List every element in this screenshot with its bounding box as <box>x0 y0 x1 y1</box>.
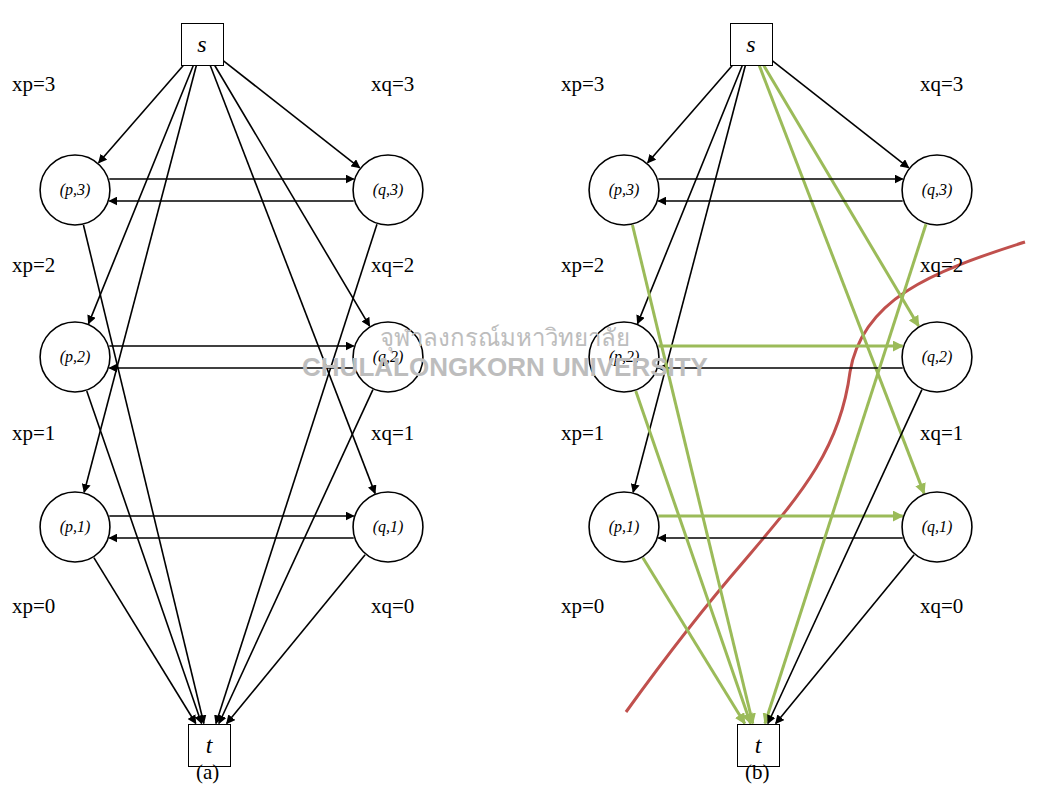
flow-arrow <box>632 225 752 724</box>
state-circle: (p,3) <box>588 154 660 226</box>
state-circle: (q,1) <box>352 491 424 563</box>
node-label: (p,1) <box>609 518 640 536</box>
graph-arrow <box>94 558 196 724</box>
state-circle: (p,3) <box>39 154 111 226</box>
node-label: (q,3) <box>373 181 404 199</box>
graph-arrow <box>109 537 353 539</box>
state-circle: (p,2) <box>39 321 111 393</box>
node-label: s <box>746 31 755 58</box>
level-label: xq=1 <box>371 421 414 446</box>
graph-arrow <box>109 178 353 180</box>
graph-arrow <box>109 515 353 517</box>
node-label: (p,3) <box>609 181 640 199</box>
level-label: xq=3 <box>920 72 963 97</box>
graph-arrow <box>776 555 915 724</box>
state-circle: (q,3) <box>352 154 424 226</box>
graph-arrow <box>227 555 366 724</box>
graph-arrow <box>219 390 373 724</box>
terminal-box: s <box>181 23 224 66</box>
flow-arrow <box>764 66 919 327</box>
panel-caption: (b) <box>745 760 770 785</box>
node-label: (q,2) <box>922 348 953 366</box>
flow-arrow <box>658 515 902 518</box>
node-label: t <box>206 732 213 759</box>
level-label: xp=2 <box>12 253 55 278</box>
graph-arrow <box>99 66 184 163</box>
node-label: (p,2) <box>60 348 91 366</box>
level-label: xq=2 <box>371 253 414 278</box>
level-label: xp=3 <box>12 72 55 97</box>
panel-caption: (a) <box>196 760 219 785</box>
graph-arrow <box>658 537 902 539</box>
graph-arrow <box>109 345 353 347</box>
state-circle: (p,1) <box>39 491 111 563</box>
level-label: xq=2 <box>920 253 963 278</box>
flow-arrow <box>765 224 926 723</box>
level-label: xq=0 <box>920 594 963 619</box>
level-label: xq=0 <box>371 594 414 619</box>
graph-arrow <box>83 225 203 724</box>
level-label: xq=3 <box>371 72 414 97</box>
node-label: (q,1) <box>922 518 953 536</box>
level-label: xp=0 <box>12 594 55 619</box>
state-circle: (q,1) <box>901 491 973 563</box>
graph-arrow <box>109 200 353 202</box>
level-label: xp=1 <box>12 421 55 446</box>
level-label: xp=1 <box>561 421 604 446</box>
watermark-text: CHULALONGKORN UNIVERSITY <box>302 352 708 383</box>
state-circle: (p,1) <box>588 491 660 563</box>
node-label: (p,3) <box>60 181 91 199</box>
graph-arrow <box>210 66 375 494</box>
level-label: xp=2 <box>561 253 604 278</box>
graph-arrow <box>658 200 902 202</box>
graph-arrow <box>84 66 196 493</box>
watermark-text: จุฬาลงกรณ์มหาวิทยาลัย <box>380 318 630 357</box>
graph-arrow <box>658 178 902 180</box>
level-label: xp=0 <box>561 594 604 619</box>
graph-arrow <box>215 66 370 327</box>
node-label: (q,3) <box>922 181 953 199</box>
graph-arrow <box>87 391 202 723</box>
node-label: (q,1) <box>373 518 404 536</box>
flow-arrow <box>643 558 745 724</box>
state-circle: (q,3) <box>901 154 973 226</box>
level-label: xq=1 <box>920 421 963 446</box>
state-circle: (q,2) <box>901 321 973 393</box>
graph-arrow <box>216 224 377 723</box>
flow-arrow <box>636 391 751 723</box>
node-label: (p,1) <box>60 518 91 536</box>
node-label: s <box>197 31 206 58</box>
flow-arrow <box>759 66 924 494</box>
node-label: t <box>755 732 762 759</box>
flow-arrow <box>658 345 902 348</box>
level-label: xp=3 <box>561 72 604 97</box>
terminal-box: s <box>730 23 773 66</box>
min-cut-curve <box>626 242 1025 712</box>
graph-arrow <box>648 66 733 163</box>
graph-arrow <box>768 390 922 724</box>
